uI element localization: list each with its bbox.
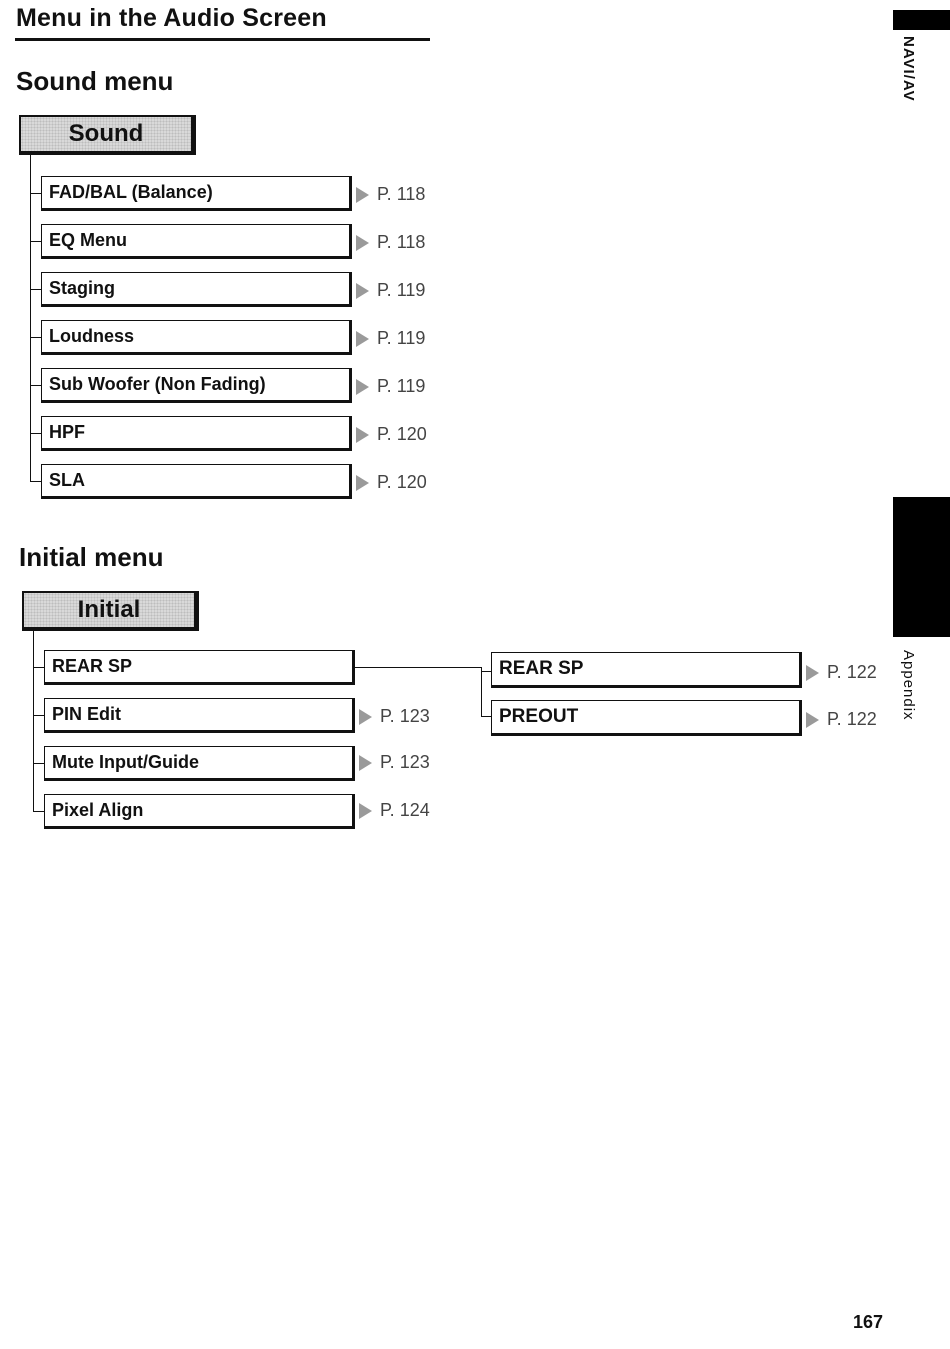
arrow-icon xyxy=(806,664,819,681)
page-ref: P. 119 xyxy=(356,376,425,397)
page-ref: P. 123 xyxy=(359,752,430,773)
submenu-item-preout: PREOUT xyxy=(491,700,802,736)
arrow-icon xyxy=(356,378,369,395)
side-tab-marker-navi xyxy=(893,10,950,30)
page-ref-text: P. 119 xyxy=(377,280,426,300)
connector xyxy=(30,193,41,194)
menu-item-pixel-align: Pixel Align xyxy=(44,794,355,829)
page-ref: P. 119 xyxy=(356,280,425,301)
arrow-icon xyxy=(356,282,369,299)
arrow-icon xyxy=(356,330,369,347)
menu-item-sub-woofer: Sub Woofer (Non Fading) xyxy=(41,368,352,403)
sound-root-box: Sound xyxy=(19,115,196,155)
page-ref-text: P. 124 xyxy=(380,800,430,820)
page-ref: P. 120 xyxy=(356,424,427,445)
connector xyxy=(30,433,41,434)
sound-menu-heading: Sound menu xyxy=(16,66,174,96)
page-number: 167 xyxy=(852,1312,883,1332)
menu-item-sla: SLA xyxy=(41,464,352,499)
connector xyxy=(30,481,41,482)
menu-item-staging: Staging xyxy=(41,272,352,307)
menu-item-eq-menu: EQ Menu xyxy=(41,224,352,259)
arrow-icon xyxy=(356,426,369,443)
arrow-icon xyxy=(356,234,369,251)
page-ref-text: P. 122 xyxy=(827,709,877,729)
menu-item-rear-sp: REAR SP xyxy=(44,650,355,685)
page-ref: P. 120 xyxy=(356,472,427,493)
side-tab-marker-appendix xyxy=(893,497,950,637)
page-ref-text: P. 120 xyxy=(377,472,427,492)
arrow-icon xyxy=(356,474,369,491)
title-divider xyxy=(15,38,430,41)
connector xyxy=(30,337,41,338)
page-ref-text: P. 122 xyxy=(827,662,877,682)
initial-menu-heading: Initial menu xyxy=(19,542,164,572)
connector xyxy=(481,671,491,672)
initial-root-box: Initial xyxy=(22,591,199,631)
side-tab-navi-av: NAVI/AV xyxy=(900,36,917,102)
connector xyxy=(30,241,41,242)
arrow-icon xyxy=(359,708,372,725)
menu-item-hpf: HPF xyxy=(41,416,352,451)
page-ref-text: P. 119 xyxy=(377,328,426,348)
menu-item-fad-bal: FAD/BAL (Balance) xyxy=(41,176,352,211)
page-ref-text: P. 123 xyxy=(380,706,430,726)
connector xyxy=(481,716,491,717)
arrow-icon xyxy=(806,711,819,728)
connector xyxy=(33,667,44,668)
sound-tree-trunk xyxy=(30,155,31,482)
page-ref: P. 124 xyxy=(359,800,430,821)
connector xyxy=(30,385,41,386)
submenu-item-rear-sp: REAR SP xyxy=(491,652,802,688)
arrow-icon xyxy=(356,186,369,203)
connector xyxy=(30,289,41,290)
connector xyxy=(33,811,44,812)
page-ref: P. 118 xyxy=(356,232,425,253)
subtree-trunk xyxy=(481,667,482,716)
page-ref: P. 119 xyxy=(356,328,425,349)
page-ref-text: P. 120 xyxy=(377,424,427,444)
arrow-icon xyxy=(359,754,372,771)
connector xyxy=(33,715,44,716)
page-ref: P. 123 xyxy=(359,706,430,727)
menu-item-loudness: Loudness xyxy=(41,320,352,355)
page-ref-text: P. 119 xyxy=(377,376,426,396)
page-ref-text: P. 118 xyxy=(377,184,426,204)
page-ref-text: P. 123 xyxy=(380,752,430,772)
branch-connector xyxy=(355,667,481,668)
page-title: Menu in the Audio Screen xyxy=(16,4,327,32)
menu-item-mute-input-guide: Mute Input/Guide xyxy=(44,746,355,781)
arrow-icon xyxy=(359,802,372,819)
initial-tree-trunk xyxy=(33,631,34,811)
side-tab-appendix: Appendix xyxy=(900,650,917,721)
page-ref: P. 122 xyxy=(806,662,877,683)
page-ref-text: P. 118 xyxy=(377,232,426,252)
connector xyxy=(33,763,44,764)
menu-item-pin-edit: PIN Edit xyxy=(44,698,355,733)
page-ref: P. 122 xyxy=(806,709,877,730)
page-ref: P. 118 xyxy=(356,184,425,205)
